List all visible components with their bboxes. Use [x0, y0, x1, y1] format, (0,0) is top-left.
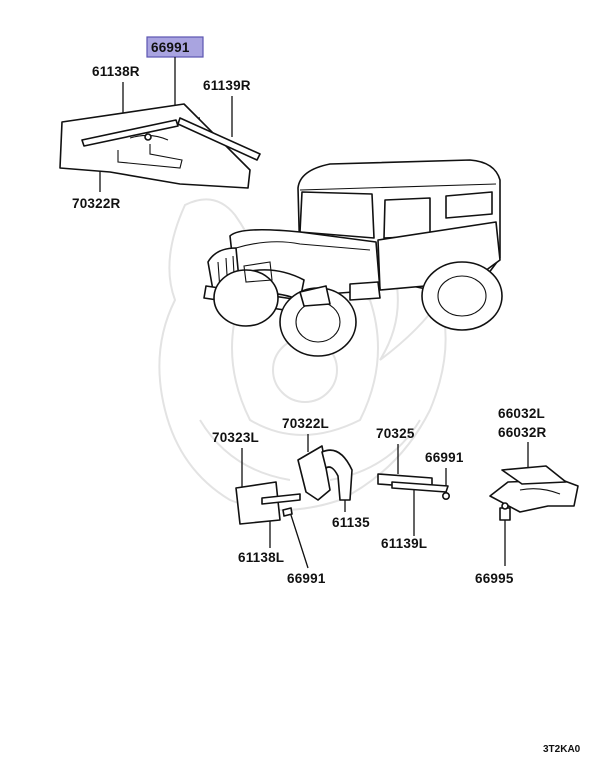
- part-label-61138R[interactable]: 61138R: [92, 64, 140, 79]
- part-label-61138L[interactable]: 61138L: [238, 550, 284, 565]
- mudguard-assembly-left: [235, 434, 353, 569]
- part-label-61135[interactable]: 61135: [332, 515, 370, 530]
- part-label-70322L[interactable]: 70322L: [282, 416, 329, 431]
- part-label-70323L[interactable]: 70323L: [212, 430, 259, 445]
- diagram-code: 3T2KA0: [543, 744, 581, 755]
- part-label-66995[interactable]: 66995: [475, 571, 514, 586]
- vehicle-illustration: [203, 159, 503, 357]
- part-label-61139R[interactable]: 61139R: [203, 78, 251, 93]
- part-label-66991-right[interactable]: 66991: [425, 450, 464, 465]
- part-label-66991-bottom[interactable]: 66991: [287, 571, 326, 586]
- part-label-66032R[interactable]: 66032R: [498, 425, 547, 440]
- part-label-61139L[interactable]: 61139L: [381, 536, 427, 551]
- mudguard-assembly-right: [59, 57, 261, 192]
- strip-assembly-left: [377, 444, 450, 536]
- highlighted-part-callout[interactable]: 66991: [146, 36, 204, 58]
- part-label-70322R[interactable]: 70322R: [72, 196, 121, 211]
- bracket-66032: [489, 442, 579, 566]
- part-label-70325[interactable]: 70325: [376, 426, 415, 441]
- part-label-66032L[interactable]: 66032L: [498, 406, 545, 421]
- part-label-66991-highlight[interactable]: 66991: [151, 40, 190, 55]
